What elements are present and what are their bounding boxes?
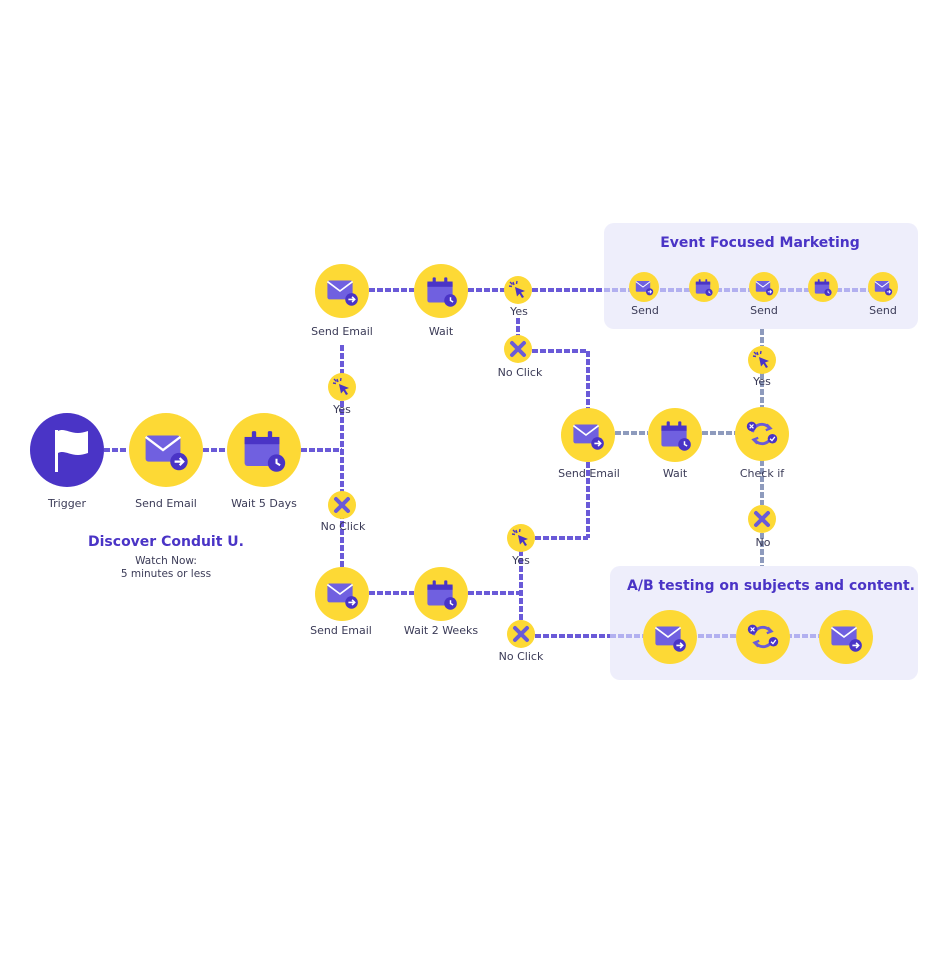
upper-send-email-label: Send Email [311,325,373,338]
upper-click-yes-node[interactable] [504,276,532,304]
ab-check-node[interactable] [736,610,790,664]
middle-check-label: Check if [740,467,785,480]
lower-no-click-node[interactable] [328,491,356,519]
ab-send-email-b-node[interactable] [819,610,873,664]
calendar-icon [426,276,458,308]
lower-send-email-node[interactable] [315,567,369,621]
middle-no-label: No [756,536,771,549]
intro-send-email-label: Send Email [135,497,197,510]
trigger-label: Trigger [47,497,86,510]
middle-wait-label: Wait [663,467,688,480]
ab-send-email-a-node[interactable] [643,610,697,664]
calendar-icon [426,579,458,611]
upper-wait-label: Wait [429,325,454,338]
upper-yes-node[interactable] [328,373,356,401]
middle-send-email-label: Send Email [558,467,620,480]
middle-no-node[interactable] [748,505,776,533]
middle-yes-node[interactable] [748,346,776,374]
calendar-icon [695,278,714,297]
intro-wait-node[interactable] [227,413,301,487]
calendar-icon [814,278,833,297]
trigger-node[interactable] [30,413,104,487]
middle-yes-label: Yes [752,375,771,388]
lower-click-yes-node[interactable] [507,524,535,552]
calendar-icon [243,430,287,473]
intro-send-email-node[interactable] [129,413,203,487]
promo-title: Discover Conduit U. [88,534,244,550]
upper-no-click-label: No Click [498,366,543,379]
ab-panel-title: A/B testing on subjects and content. [627,578,915,594]
middle-wait-node[interactable] [648,408,702,462]
event-panel-title: Event Focused Marketing [660,235,860,251]
event-wait-2-node[interactable] [808,272,838,302]
lower-wait-node[interactable] [414,567,468,621]
lower-click-yes-label: Yes [511,554,530,567]
event-send-3-node[interactable] [868,272,898,302]
flag-icon [55,430,88,472]
upper-send-email-node[interactable] [315,264,369,318]
lower-send-email-label: Send Email [310,624,372,637]
lower-wait-label: Wait 2 Weeks [404,624,478,637]
lower-no-click-label: No Click [321,520,366,533]
middle-send-email-node[interactable] [561,408,615,462]
promo-line-2: 5 minutes or less [121,568,211,580]
middle-check-node[interactable] [735,407,789,461]
lower-no-click-2-label: No Click [499,650,544,663]
event-send-3-label: Send [869,304,897,317]
upper-yes-label: Yes [332,403,351,416]
lower-no-click-2-node[interactable] [507,620,535,648]
intro-wait-label: Wait 5 Days [231,497,297,510]
upper-click-yes-label: Yes [509,305,528,318]
promo-line-1: Watch Now: [135,555,197,567]
event-send-1-node[interactable] [629,272,659,302]
upper-no-click-node[interactable] [504,335,532,363]
event-send-2-node[interactable] [749,272,779,302]
event-send-2-label: Send [750,304,778,317]
upper-wait-node[interactable] [414,264,468,318]
event-send-1-label: Send [631,304,659,317]
event-wait-1-node[interactable] [689,272,719,302]
calendar-icon [660,420,692,452]
